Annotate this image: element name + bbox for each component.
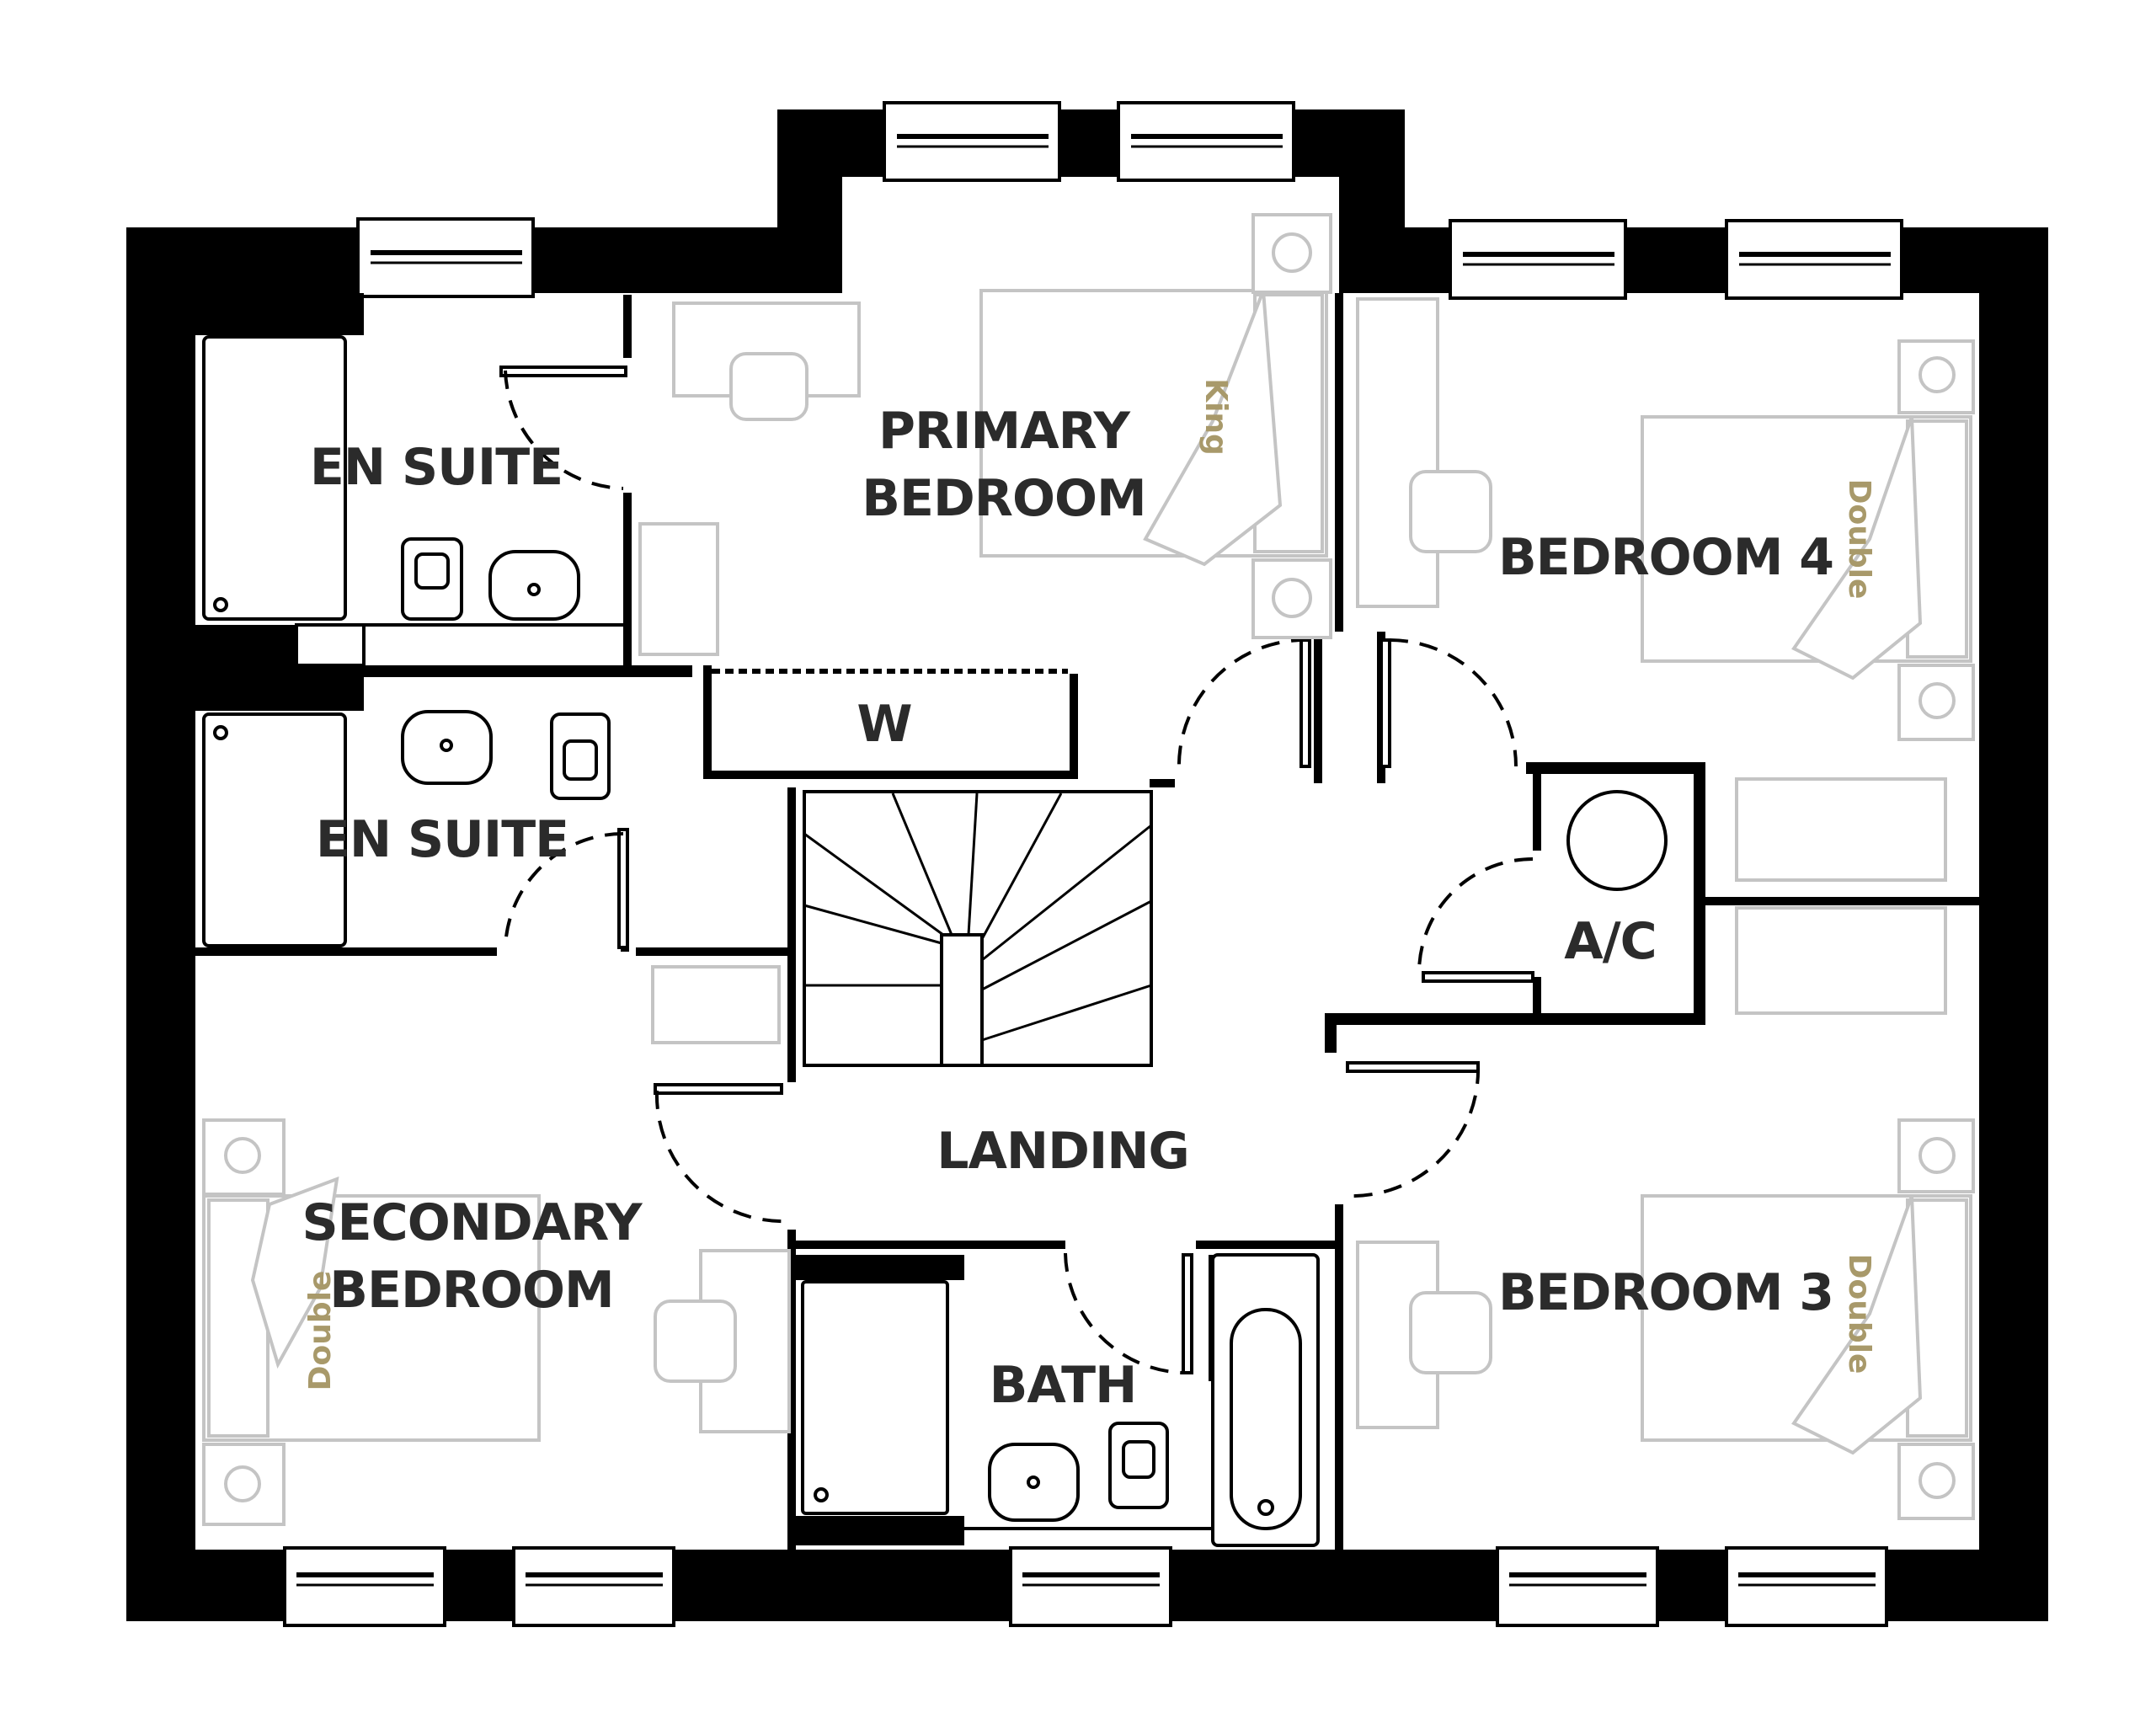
en-suite-bottom-fixtures — [195, 677, 611, 947]
primary-bedroom-furniture — [638, 213, 1332, 656]
label-bath: BATH — [990, 1356, 1137, 1415]
door-en-suite-bottom — [504, 828, 629, 949]
label-wardrobe: W — [857, 695, 911, 754]
door-secondary — [654, 1083, 788, 1224]
window-bottom-4 — [1496, 1546, 1659, 1627]
window-top-5 — [1725, 219, 1903, 300]
door-en-suite-top — [499, 366, 627, 490]
room-labels: PRIMARY BEDROOM EN SUITE EN SUITE BEDROO… — [302, 402, 1834, 1415]
label-bedroom-3: BEDROOM 3 — [1498, 1263, 1833, 1322]
label-secondary-line1: SECONDARY — [302, 1193, 643, 1252]
windows — [283, 101, 1903, 1627]
staircase — [803, 790, 1153, 1067]
door-bath — [1064, 1252, 1193, 1374]
window-top-3 — [1117, 101, 1295, 182]
secondary-bedroom-furniture — [202, 1118, 791, 1526]
label-bedroom-4: BEDROOM 4 — [1498, 528, 1833, 587]
label-landing: LANDING — [937, 1122, 1188, 1181]
door-bedroom-3 — [1346, 1061, 1481, 1198]
bedroom-4-furniture — [1356, 297, 1975, 1015]
en-suite-top-fixtures — [195, 293, 623, 627]
door-ac — [1417, 857, 1534, 983]
bedroom-3-furniture — [1356, 1118, 1975, 1520]
window-bottom-1 — [283, 1546, 446, 1627]
label-ac: A/C — [1564, 912, 1656, 971]
bed-size-labels: King Double Double Double — [303, 378, 1876, 1390]
label-primary-line2: BEDROOM — [862, 469, 1145, 528]
door-bedroom-4 — [1380, 638, 1518, 768]
bed-size-bedroom-3: Double — [1842, 1254, 1876, 1374]
doors — [499, 366, 1534, 1374]
bed-size-bedroom-4: Double — [1842, 479, 1876, 600]
bed-size-secondary: Double — [303, 1271, 338, 1391]
window-bottom-5 — [1725, 1546, 1888, 1627]
bath-fixtures — [796, 1253, 1320, 1547]
window-bottom-2 — [512, 1546, 675, 1627]
window-bottom-3 — [1009, 1546, 1172, 1627]
landing-furniture — [651, 965, 781, 1044]
label-en-suite-bottom: EN SUITE — [316, 810, 568, 869]
label-primary-line1: PRIMARY — [878, 402, 1132, 461]
window-top-4 — [1449, 219, 1627, 300]
door-primary — [1177, 638, 1311, 771]
ac-cupboard — [1566, 790, 1668, 891]
label-en-suite-top: EN SUITE — [310, 438, 563, 497]
bed-size-primary: King — [1198, 378, 1233, 456]
window-top-1 — [356, 217, 535, 298]
label-secondary-line2: BEDROOM — [329, 1261, 613, 1320]
window-top-2 — [883, 101, 1061, 182]
